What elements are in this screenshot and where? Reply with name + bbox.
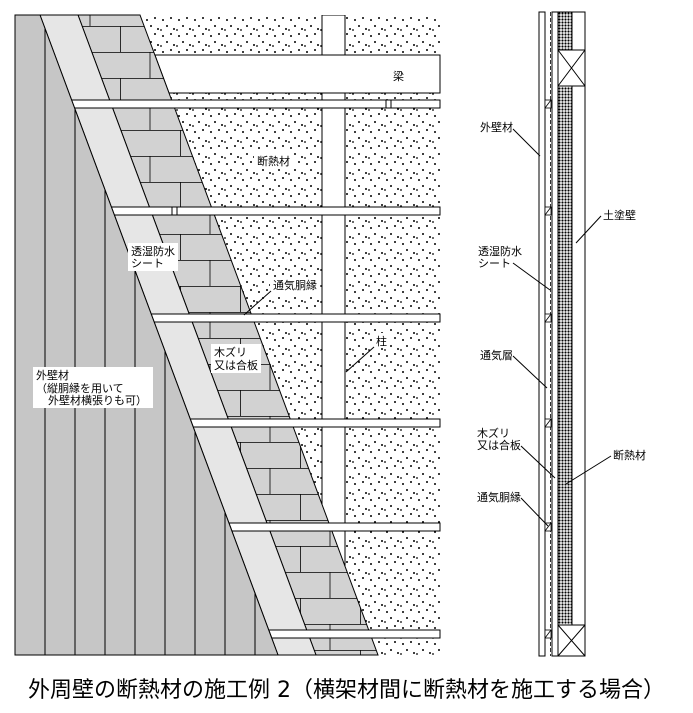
siding-label-line1: 外壁材 <box>36 368 69 382</box>
siding-label-line3: 外壁材横張りも可） <box>48 393 147 407</box>
beam-box-top-cross <box>557 49 586 87</box>
section-batten-marks <box>544 99 552 639</box>
section-lath-label-line1: 木ズリ <box>477 426 510 440</box>
insulation-label: 断熱材 <box>257 154 290 168</box>
section-beam-bottom <box>557 624 586 657</box>
section-batten-leader <box>520 497 549 527</box>
section-lath-leader <box>520 445 556 479</box>
section-insulation-label: 断熱材 <box>613 448 646 462</box>
section-air-layer-label: 通気層 <box>480 348 513 362</box>
siding-label-line2: （縦胴縁を用いて <box>36 381 124 395</box>
batten-label: 通気胴縁 <box>273 278 317 292</box>
siding-panel <box>14 14 279 656</box>
batten-label-bg <box>270 277 320 293</box>
section-batten-label: 通気胴縁 <box>477 490 521 504</box>
section-view: 外壁材 土塗壁 透湿防水 シート 通気層 木ズリ 又は合板 断熱材 通気胴縁 <box>477 11 646 657</box>
sheet-label-line2: シート <box>131 257 164 270</box>
sheet-label-bg <box>128 243 178 271</box>
batten-bar <box>228 522 441 532</box>
section-siding-label: 外壁材 <box>480 120 513 134</box>
batten-gap-marks <box>171 100 392 215</box>
insulation-label-bg <box>254 153 294 169</box>
beam-label: 梁 <box>393 69 404 83</box>
section-sheet-label-line2: シート <box>478 257 511 270</box>
section-insulation <box>557 11 573 657</box>
batten-bars <box>70 99 441 639</box>
section-sheet-label-line1: 透湿防水 <box>478 244 522 258</box>
batten-bar <box>70 99 441 109</box>
insulation-region <box>140 15 440 655</box>
section-clay-wall-label: 土塗壁 <box>603 208 636 222</box>
beam-box-bottom-cross <box>557 624 586 657</box>
batten-leader <box>243 290 272 316</box>
batten-bar <box>150 313 441 323</box>
batten-bar <box>110 206 441 216</box>
lath-label-bg <box>211 344 261 373</box>
section-air-layer-leader <box>512 355 548 389</box>
section-insulation-leader <box>565 455 612 485</box>
section-sheet-leader <box>512 262 551 291</box>
section-beam-top <box>557 49 586 87</box>
post <box>321 15 346 655</box>
sheet-label-line1: 透湿防水 <box>131 244 175 258</box>
section-clay-wall <box>571 11 586 657</box>
section-lath <box>551 11 559 657</box>
batten-bar <box>268 629 441 639</box>
section-battens <box>544 99 552 639</box>
post-label-bg <box>373 333 388 348</box>
perspective-view: 梁 断熱材 透湿防水 シート 通気胴縁 木ズリ 又は合板 柱 外壁材 （縦胴縁を… <box>14 14 441 656</box>
section-clay-wall-leader <box>575 215 602 244</box>
siding-label-bg <box>33 367 153 408</box>
figure-caption: 外周壁の断熱材の施工例 2（横架材間に断熱材を施工する場合） <box>28 678 665 703</box>
lath-label-line2: 又は合板 <box>214 358 258 372</box>
post-group <box>321 15 346 655</box>
section-siding <box>538 11 546 657</box>
post-label: 柱 <box>376 334 387 348</box>
section-lath-label-line2: 又は合板 <box>477 438 521 452</box>
post-leader <box>345 346 375 373</box>
lath-label-line1: 木ズリ <box>214 345 247 359</box>
batten-bar <box>189 418 441 428</box>
section-siding-leader <box>512 128 541 157</box>
